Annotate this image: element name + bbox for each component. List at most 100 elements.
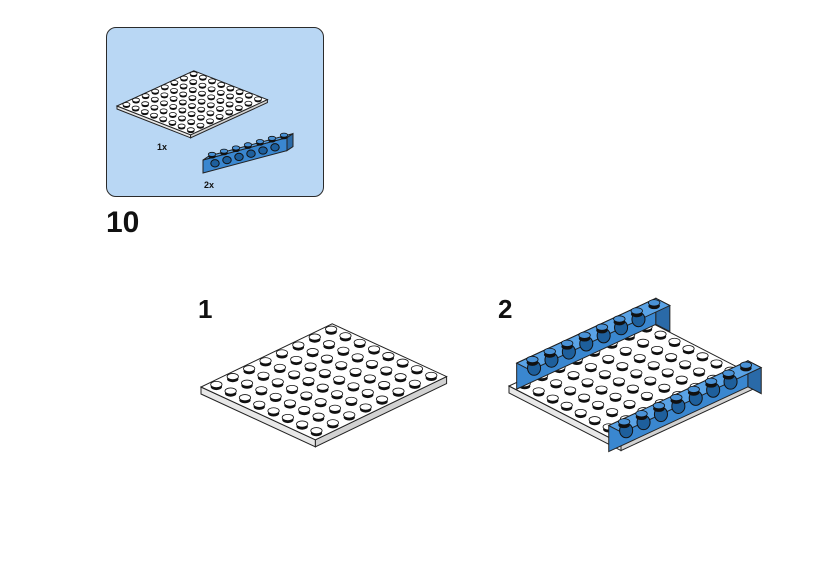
stud — [326, 419, 339, 427]
pin-hole — [234, 152, 244, 162]
stud — [170, 88, 178, 93]
stud — [564, 386, 577, 394]
stud — [425, 371, 438, 379]
stud — [394, 373, 407, 381]
stud — [679, 360, 692, 368]
brick-stud — [670, 393, 683, 402]
stud — [141, 93, 150, 98]
stud — [150, 112, 158, 118]
plate-quantity: 1x — [157, 142, 168, 152]
brick-stud — [231, 145, 241, 151]
stud — [169, 96, 178, 101]
brick-stud — [267, 135, 277, 141]
stud — [392, 387, 405, 395]
brick-stud — [704, 377, 718, 385]
stud — [207, 94, 216, 100]
stud — [637, 338, 650, 346]
stud — [345, 396, 358, 404]
parts-callout: 1x 2x — [106, 27, 324, 197]
stud — [595, 385, 608, 393]
pin-hole — [270, 143, 280, 152]
stud — [654, 330, 667, 338]
stud — [207, 86, 216, 92]
stud — [234, 105, 243, 110]
stud — [178, 99, 187, 105]
sub-step-1-number: 1 — [198, 294, 213, 324]
brick-stud — [279, 132, 289, 138]
stud — [254, 96, 262, 102]
stud — [177, 123, 186, 129]
stud — [322, 340, 336, 348]
stud — [335, 361, 348, 369]
stud — [196, 122, 205, 128]
stud — [550, 379, 563, 387]
brick-stud — [207, 151, 217, 157]
stud — [235, 89, 244, 94]
sub-step-2-number: 2 — [498, 294, 513, 324]
brick-stud — [648, 299, 661, 307]
stud — [150, 104, 159, 110]
stud — [196, 114, 205, 120]
stud — [226, 373, 239, 381]
stud — [314, 398, 327, 406]
stud — [253, 400, 266, 408]
stud — [210, 380, 223, 388]
stud — [347, 382, 360, 390]
stud — [206, 118, 214, 124]
stud — [682, 345, 695, 353]
stud — [532, 387, 545, 395]
stud — [178, 115, 186, 121]
stud — [408, 379, 421, 387]
stud — [306, 348, 319, 356]
stud — [140, 109, 149, 114]
main-step-number: 10 — [106, 206, 140, 239]
stud — [320, 354, 334, 362]
stud — [288, 370, 301, 378]
stud — [290, 355, 303, 363]
pin-hole — [258, 146, 268, 155]
stud — [318, 369, 331, 377]
stud — [178, 107, 187, 113]
stud — [188, 87, 197, 92]
stud — [224, 387, 237, 395]
stud — [710, 359, 723, 367]
brick-quantity: 2x — [204, 180, 215, 190]
plate-part-icon — [115, 70, 269, 139]
stud — [206, 102, 215, 108]
stud — [578, 393, 591, 401]
stud — [349, 367, 362, 375]
stud — [343, 411, 356, 419]
stud — [339, 332, 352, 340]
stud — [283, 399, 297, 407]
stud — [696, 352, 709, 360]
stud — [259, 357, 272, 365]
stud — [588, 416, 601, 424]
stud — [216, 106, 224, 111]
stud — [216, 98, 225, 103]
stud — [150, 96, 159, 102]
stud — [333, 375, 346, 383]
stud — [633, 354, 646, 362]
stud — [217, 82, 226, 87]
stud — [310, 427, 323, 435]
stud — [275, 349, 289, 357]
brick-stud — [255, 139, 265, 144]
stud — [623, 399, 636, 407]
stud — [302, 377, 315, 385]
stud — [396, 358, 409, 366]
technic-brick-part-icon — [202, 132, 294, 174]
stud — [159, 116, 168, 122]
stud — [630, 369, 643, 377]
stud — [189, 71, 198, 76]
stud — [151, 88, 160, 94]
stud — [353, 338, 366, 346]
stud — [606, 408, 619, 416]
stud — [651, 345, 664, 353]
stud — [616, 362, 629, 370]
brick-stud — [722, 369, 735, 377]
stud — [619, 346, 632, 354]
stud — [189, 79, 198, 84]
stud — [626, 384, 639, 392]
brick-stud — [687, 385, 700, 393]
stud — [159, 108, 168, 114]
